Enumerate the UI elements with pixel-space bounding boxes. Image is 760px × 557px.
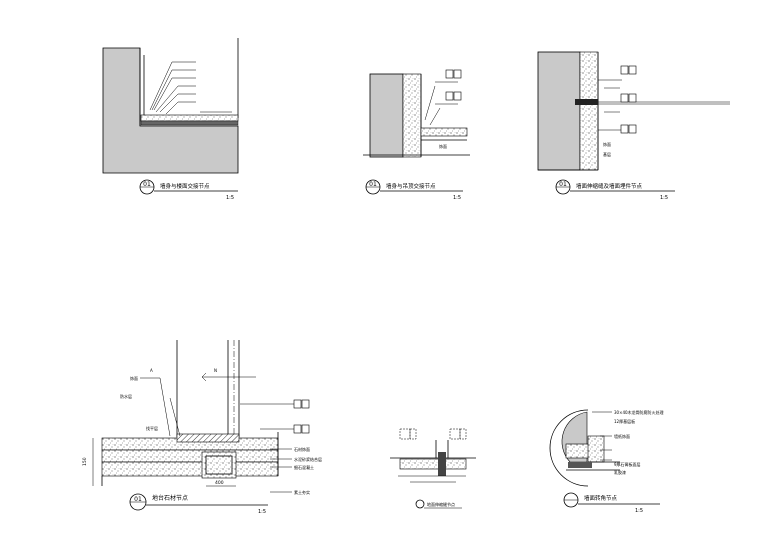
detail-2-wall <box>369 73 404 158</box>
detail-3-number: 01 <box>559 181 567 188</box>
detail-4-left-note-1: 饰面 <box>130 375 138 381</box>
detail-4: N A 150 400 饰面 防水层 找平层 石材饰面 水 <box>82 340 322 515</box>
detail-1-floor-layer <box>140 114 239 122</box>
svg-text:N: N <box>214 368 217 373</box>
detail-5-number-bubble <box>415 499 425 509</box>
svg-text:基层: 基层 <box>603 151 611 157</box>
detail-4-height: 150 <box>82 457 88 466</box>
detail-4-right-note-3: 细石混凝土 <box>294 464 314 470</box>
detail-5: 地面伸缩缝节点 <box>390 428 476 509</box>
detail-6-note-2: 12厚基层板 <box>614 418 635 424</box>
detail-4-title: 地台石材节点 <box>152 494 188 502</box>
detail-5-title: 地面伸缩缝节点 <box>427 501 455 507</box>
detail-6-note-1: 30×40木龙骨防腐防火处理 <box>614 409 664 415</box>
detail-1: 01 墙身与楼面交接节点 1:5 <box>102 38 239 201</box>
detail-1-number: 01 <box>143 181 151 188</box>
detail-6-scale: 1:5 <box>635 508 643 514</box>
detail-1-wall <box>102 47 239 174</box>
detail-2-title: 墙身与吊顶交接节点 <box>386 182 436 190</box>
svg-text:饰面: 饰面 <box>603 141 611 147</box>
detail-6: 30×40木龙骨防腐防火处理 12厚基层板 墙纸饰面 9厚石膏板面层 乳胶漆 墙… <box>549 409 664 514</box>
svg-text:饰面: 饰面 <box>439 143 447 149</box>
detail-4-left-note-3: 找平层 <box>146 425 158 431</box>
detail-4-number: 01 <box>134 496 142 503</box>
detail-4-right-note-1: 石材饰面 <box>294 446 310 452</box>
detail-4-left-note-2: 防水层 <box>120 393 132 399</box>
detail-3: 饰面 基层 01 墙面伸缩缝及墙面埋件节点 1:5 <box>537 51 730 201</box>
detail-3-tags <box>620 65 637 134</box>
detail-4-right-note-2: 水泥砂浆结合层 <box>294 456 322 462</box>
detail-3-wall <box>537 51 581 171</box>
detail-4-right-note-4: 素土夯实 <box>294 489 310 495</box>
detail-3-title: 墙面伸缩缝及墙面埋件节点 <box>576 182 643 190</box>
detail-6-title: 墙面转角节点 <box>584 494 618 502</box>
svg-text:A: A <box>150 368 153 373</box>
detail-2-tags <box>445 69 462 101</box>
detail-6-note-3: 墙纸饰面 <box>614 433 630 439</box>
detail-3-scale: 1:5 <box>660 195 668 201</box>
detail-6-note-4: 9厚石膏板面层 <box>614 461 641 467</box>
detail-4-dimension: 400 <box>215 480 224 486</box>
detail-6-note-5: 乳胶漆 <box>614 469 626 475</box>
detail-4-tags <box>293 399 310 434</box>
detail-2-scale: 1:5 <box>453 195 461 201</box>
detail-4-scale: 1:5 <box>258 509 266 515</box>
detail-1-scale: 1:5 <box>226 195 234 201</box>
detail-2: 饰面 01 墙身与吊顶交接节点 1:5 <box>363 69 470 201</box>
detail-2-number: 01 <box>369 181 377 188</box>
detail-5-floor-layer <box>399 458 467 470</box>
detail-1-title: 墙身与楼面交接节点 <box>160 182 210 190</box>
